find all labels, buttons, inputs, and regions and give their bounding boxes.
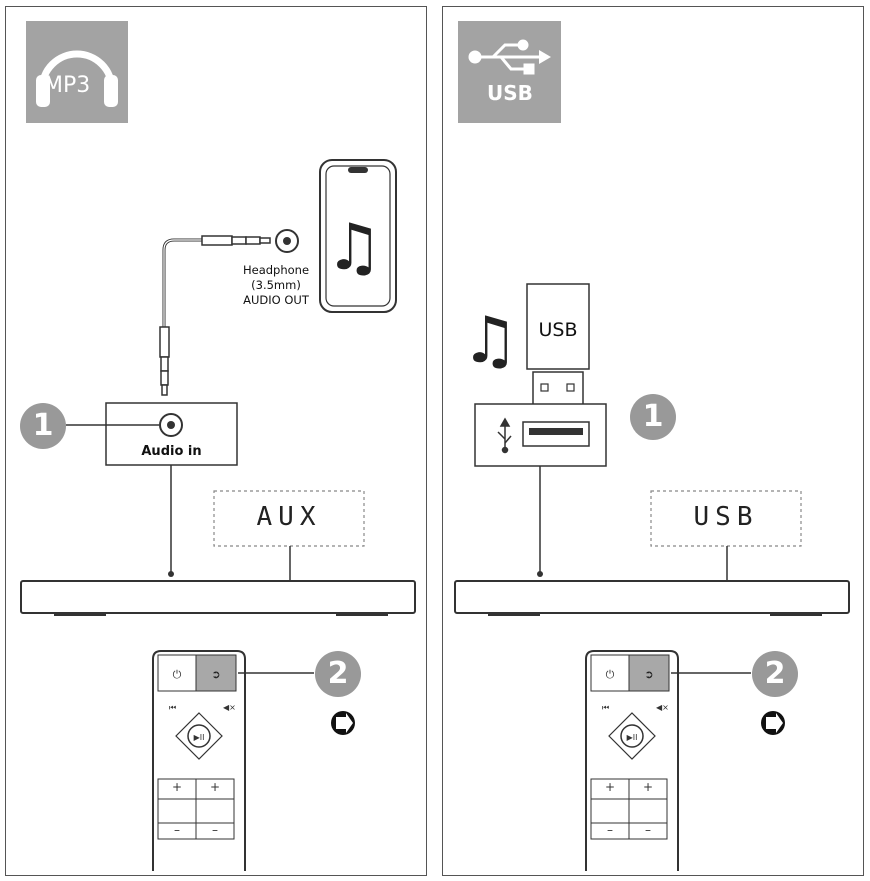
headphone-right-cup [104,75,118,107]
play-pause-button[interactable] [620,724,644,748]
display-callout [213,490,365,547]
svg-text:–: – [174,823,180,837]
step-1-marker: 1 [20,403,66,449]
remote-control [152,650,246,871]
play-pause-button[interactable] [187,724,211,748]
svg-text:⏻: ⏻ [173,668,182,681]
svg-text:+: + [172,780,182,794]
music-note-icon: ♫ [461,304,518,378]
svg-text:⏻: ⏻ [606,668,615,681]
remote-control [585,650,679,871]
svg-text:◀×: ◀× [656,703,669,712]
usb-stick [526,283,590,370]
headphones-icon [38,50,116,90]
mp3-badge [26,21,128,123]
display-readout: USB [693,502,759,532]
usb-stick-label: USB [538,319,578,341]
svg-text:–: – [645,823,651,837]
display-callout [650,490,802,547]
step-1-marker: 1 [630,394,676,440]
usb-port-icon [497,417,512,454]
svg-text:▶II: ▶II [194,733,205,742]
phone-port-label: Headphone (3.5mm) AUDIO OUT [236,263,316,308]
svg-text:⏮: ⏮ [602,703,609,712]
step-2-marker: 2 [315,651,361,697]
mp3-badge-label: MP3 [44,73,91,98]
svg-text:➲: ➲ [211,668,220,681]
svg-text:◀×: ◀× [223,703,236,712]
svg-text:+: + [643,780,653,794]
usb-badge [458,21,561,123]
display-readout: AUX [256,502,322,532]
svg-text:+: + [605,780,615,794]
source-button[interactable] [195,654,237,692]
soundbar [454,580,850,614]
headphone-left-cup [36,75,50,107]
bottom-plug [159,326,170,396]
usb-panel: ♫ [442,6,864,876]
mp3-diagram: ♫ [20,21,416,871]
audio-cable [162,238,202,327]
usb-badge-label: USB [487,81,533,105]
usb-diagram: ♫ [454,21,850,871]
svg-text:⏮: ⏮ [169,703,176,712]
phone-port-label-line1: Headphone [242,263,310,277]
phone-port-label-line2: (3.5mm) [251,278,301,292]
svg-text:+: + [210,780,220,794]
phone-port-label-line3: AUDIO OUT [243,293,309,307]
music-note-icon: ♫ [325,211,382,285]
smartphone-icon [319,159,397,313]
svg-text:➲: ➲ [644,668,653,681]
top-plug [201,235,271,246]
usb-icon [468,39,551,75]
mp3-panel: ♫ [5,6,427,876]
svg-text:▶II: ▶II [627,733,638,742]
audio-in-label: Audio in [141,444,202,459]
step-2-marker: 2 [752,651,798,697]
svg-text:–: – [607,823,613,837]
soundbar [20,580,416,614]
source-button[interactable] [628,654,670,692]
svg-text:–: – [212,823,218,837]
